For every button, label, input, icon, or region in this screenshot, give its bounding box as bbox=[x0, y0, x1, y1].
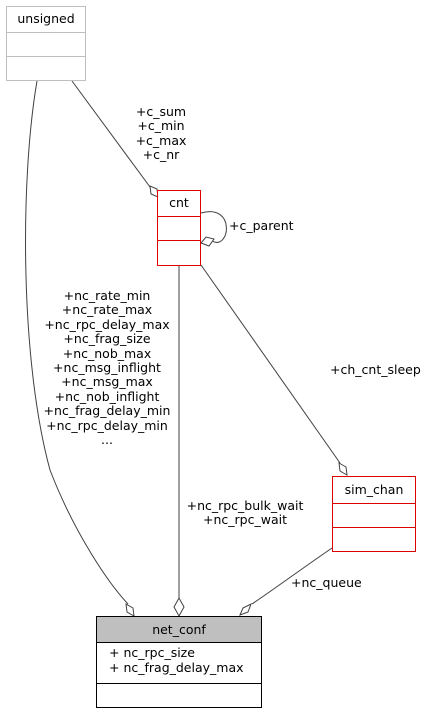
class-net-conf-title: net_conf bbox=[97, 617, 261, 643]
diamond-net-conf-left bbox=[125, 603, 135, 617]
class-cnt-methods bbox=[158, 241, 200, 265]
edge-label-cnt-net-conf: +nc_rpc_bulk_wait +nc_rpc_wait bbox=[180, 498, 310, 528]
role-label: +nc_frag_delay_min bbox=[43, 403, 171, 419]
role-label: +nc_queue bbox=[291, 575, 362, 590]
class-sim-chan-methods bbox=[333, 528, 415, 551]
role-label: +nc_rate_min bbox=[63, 288, 151, 303]
role-label: +nc_nob_inflight bbox=[54, 388, 160, 404]
role-label: +nc_rpc_bulk_wait bbox=[186, 498, 304, 513]
diamond-net-conf-right bbox=[239, 602, 252, 616]
class-sim-chan[interactable]: sim_chan bbox=[332, 476, 416, 552]
diamond-cnt-self bbox=[200, 236, 215, 247]
class-unsigned-attributes bbox=[7, 33, 85, 57]
class-cnt-title: cnt bbox=[158, 191, 200, 217]
role-label: ... bbox=[101, 432, 113, 448]
class-sim-chan-title: sim_chan bbox=[333, 477, 415, 504]
class-cnt[interactable]: cnt bbox=[157, 190, 201, 266]
diamond-sim-chan-top bbox=[338, 462, 348, 476]
edge-cnt-sim-chan bbox=[200, 264, 341, 464]
role-label: +nc_msg_inflight bbox=[53, 360, 161, 376]
role-label: +nc_rate_max bbox=[61, 302, 153, 318]
edge-unsigned-net-conf bbox=[25, 80, 129, 605]
class-cnt-attributes bbox=[158, 217, 200, 241]
attribute-nc-frag-delay-max: + nc_frag_delay_max bbox=[109, 660, 244, 675]
role-label: +c_parent bbox=[229, 218, 294, 233]
class-net-conf-methods bbox=[97, 684, 261, 707]
role-label: +c_max bbox=[135, 132, 187, 148]
role-label: +c_nr bbox=[142, 147, 180, 163]
class-sim-chan-attributes bbox=[333, 504, 415, 528]
attribute-nc-rpc-size: + nc_rpc_size bbox=[109, 645, 195, 660]
role-label: +nc_nob_max bbox=[62, 345, 152, 361]
edge-cnt-self bbox=[200, 211, 227, 243]
edge-label-unsigned-cnt: +c_sum +c_min +c_max +c_nr bbox=[121, 104, 201, 163]
class-unsigned[interactable]: unsigned bbox=[6, 6, 86, 81]
edge-sim-chan-net-conf bbox=[251, 547, 333, 605]
edge-label-unsigned-net-conf: +nc_rate_min +nc_rate_max +nc_rpc_delay_… bbox=[32, 288, 182, 448]
class-unsigned-title: unsigned bbox=[7, 7, 85, 33]
class-unsigned-methods bbox=[7, 57, 85, 80]
diamond-net-conf-mid bbox=[173, 596, 185, 618]
role-label: +nc_rpc_delay_min bbox=[46, 417, 168, 433]
role-label: +ch_cnt_sleep bbox=[330, 362, 421, 377]
role-label: +c_min bbox=[137, 118, 185, 134]
edge-label-cnt-sim-chan: +ch_cnt_sleep bbox=[330, 362, 421, 377]
role-label: +nc_rpc_wait bbox=[203, 512, 287, 528]
role-label: +nc_rpc_delay_max bbox=[44, 316, 170, 332]
role-label: +c_sum bbox=[135, 104, 187, 119]
class-net-conf[interactable]: net_conf + nc_rpc_size + nc_frag_delay_m… bbox=[96, 616, 262, 708]
edge-label-cnt-self: +c_parent bbox=[229, 218, 294, 233]
role-label: +nc_msg_max bbox=[61, 374, 153, 390]
edge-unsigned-cnt bbox=[71, 80, 151, 188]
edge-label-sim-chan-net-conf: +nc_queue bbox=[291, 575, 362, 590]
role-label: +nc_frag_size bbox=[63, 331, 151, 347]
class-net-conf-attributes: + nc_rpc_size + nc_frag_delay_max bbox=[97, 643, 261, 684]
